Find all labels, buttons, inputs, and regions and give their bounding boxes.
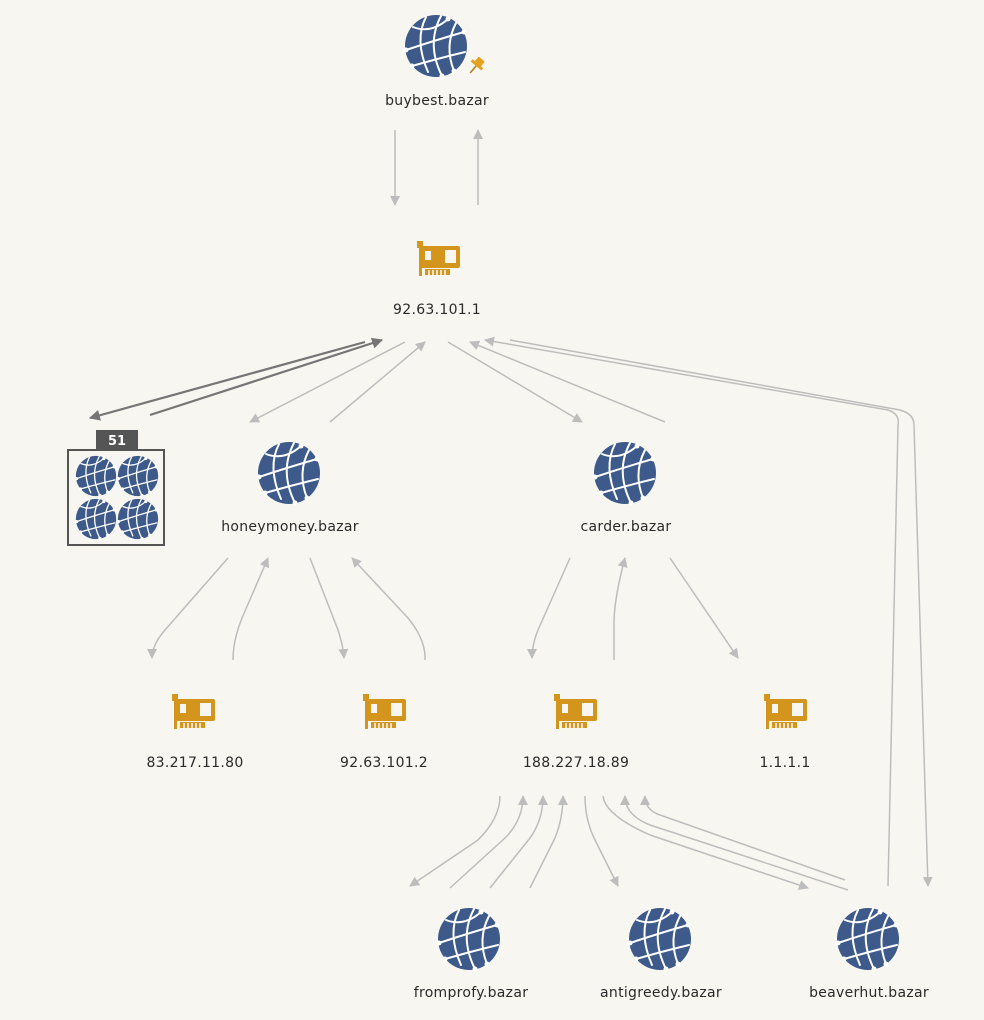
- node-carder[interactable]: carder.bazar: [581, 441, 672, 535]
- node-ip-1-1-1-1[interactable]: 1.1.1.1: [759, 693, 810, 771]
- edge-ip1-to-cluster[interactable]: [88, 340, 366, 421]
- edge-carder-to-ip4[interactable]: [527, 557, 571, 659]
- edge-beaverhut-to-ip4-a[interactable]: [620, 795, 849, 891]
- edge-carder-to-ip5[interactable]: [669, 557, 739, 659]
- node-label: honeymoney.bazar: [221, 519, 359, 535]
- count-badge-text: 51: [108, 434, 126, 449]
- edge-fromprofy-to-ip4-b[interactable]: [489, 795, 548, 889]
- node-beaverhut[interactable]: beaverhut.bazar: [809, 907, 929, 1001]
- edges: [88, 129, 933, 891]
- globe-icon: [626, 907, 692, 973]
- edge-ip3-to-honeymoney[interactable]: [351, 557, 426, 661]
- globe-icon: [255, 441, 321, 507]
- edge-ip2-to-honeymoney[interactable]: [232, 557, 270, 661]
- node-label: buybest.bazar: [385, 93, 489, 109]
- node-ip-92-63-101-2[interactable]: 92.63.101.2: [340, 693, 428, 771]
- edge-beaverhut-to-ip1-a[interactable]: [484, 336, 900, 887]
- node-label: 83.217.11.80: [146, 755, 243, 771]
- node-label: 188.227.18.89: [523, 755, 629, 771]
- globe-icon: [435, 907, 501, 973]
- node-honeymoney[interactable]: honeymoney.bazar: [221, 441, 359, 535]
- node-ip-83-217-11-80[interactable]: 83.217.11.80: [146, 693, 243, 771]
- edge-honeymoney-to-ip3[interactable]: [309, 557, 349, 659]
- edge-ip1-to-carder[interactable]: [447, 341, 583, 423]
- node-label: 1.1.1.1: [759, 755, 810, 771]
- group-frame: [67, 449, 165, 546]
- edge-fromprofy-to-ip4-a[interactable]: [449, 795, 528, 889]
- globe-icon: [402, 14, 468, 80]
- edge-honeymoney-to-ip1[interactable]: [329, 341, 426, 423]
- edge-ip4-to-beaverhut[interactable]: [602, 795, 809, 890]
- node-label: antigreedy.bazar: [600, 985, 722, 1001]
- globe-icon: [591, 441, 657, 507]
- network-card-icon: [553, 693, 598, 730]
- edge-honeymoney-to-ip2[interactable]: [147, 557, 229, 659]
- edge-ip4-to-carder[interactable]: [613, 557, 628, 660]
- edge-beaverhut-to-ip4-b[interactable]: [640, 795, 846, 881]
- node-label: carder.bazar: [581, 519, 672, 535]
- node-ip-188-227-18-89[interactable]: 188.227.18.89: [523, 693, 629, 771]
- node-label: 92.63.101.1: [393, 302, 481, 318]
- network-card-icon: [362, 693, 407, 730]
- edge-ip4-to-fromprofy-a[interactable]: [409, 795, 501, 887]
- edge-fromprofy-to-ip4-c[interactable]: [529, 795, 568, 889]
- count-badge: [96, 430, 138, 450]
- edge-carder-to-ip1[interactable]: [469, 340, 666, 423]
- edge-ip1-to-honeymoney[interactable]: [249, 341, 406, 423]
- edge-ip1-to-beaverhut[interactable]: [509, 339, 933, 887]
- node-label: 92.63.101.2: [340, 755, 428, 771]
- globe-icon: [834, 907, 900, 973]
- node-label: fromprofy.bazar: [414, 985, 529, 1001]
- node-fromprofy[interactable]: fromprofy.bazar: [414, 907, 529, 1001]
- node-buybest[interactable]: buybest.bazar: [385, 14, 489, 109]
- globe-group-icon: [74, 455, 159, 541]
- node-ip-92-63-101-1[interactable]: 92.63.101.1: [393, 240, 481, 318]
- node-group-cluster[interactable]: 51: [67, 430, 165, 546]
- network-card-icon: [763, 693, 808, 730]
- node-label: beaverhut.bazar: [809, 985, 929, 1001]
- network-card-icon: [416, 240, 461, 277]
- node-antigreedy[interactable]: antigreedy.bazar: [600, 907, 722, 1001]
- edge-cluster-to-ip1[interactable]: [149, 337, 384, 417]
- network-card-icon: [171, 693, 216, 730]
- pin-icon: [469, 56, 485, 74]
- edge-ip4-to-antigreedy[interactable]: [584, 795, 619, 887]
